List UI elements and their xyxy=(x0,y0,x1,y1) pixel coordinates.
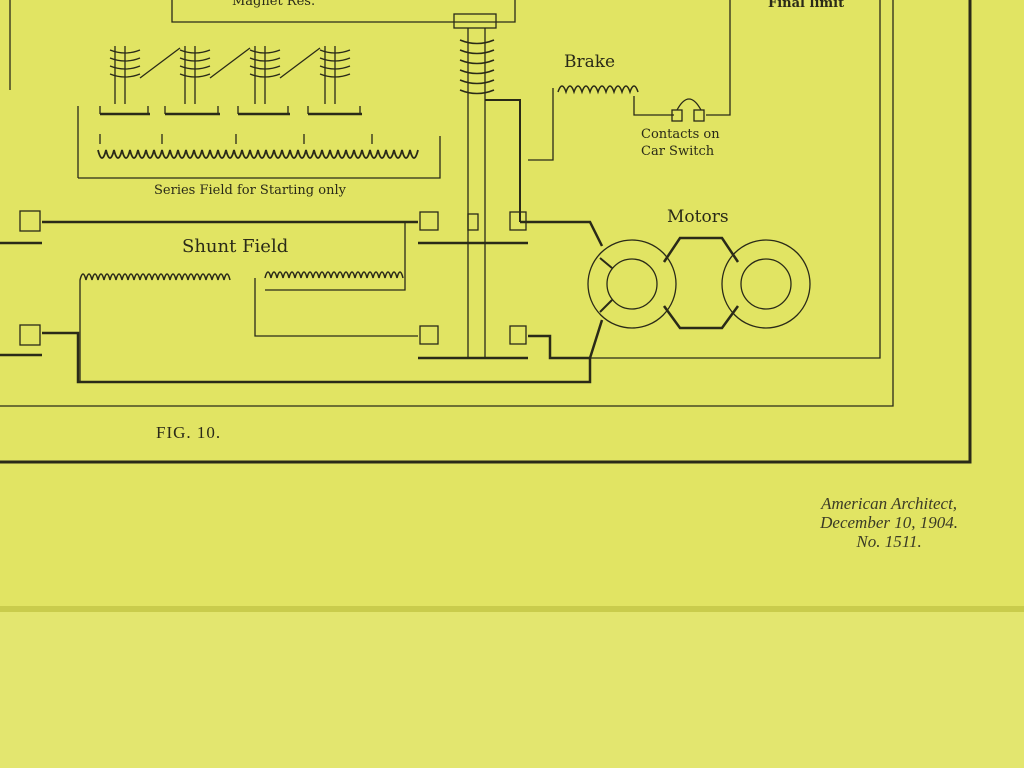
wiring-diagram: Magnet Res. Final limit Brake Contacts o… xyxy=(0,0,972,464)
mat-board xyxy=(0,612,1024,768)
motor-right xyxy=(721,239,811,329)
magnet-res-label: Magnet Res. xyxy=(232,0,315,9)
inner-border-line xyxy=(0,0,894,407)
brake-label: Brake xyxy=(564,52,615,72)
magnet-res-box xyxy=(171,0,516,23)
brake-lead-left xyxy=(528,88,554,161)
motors-label: Motors xyxy=(667,207,729,227)
terminal xyxy=(509,211,527,231)
return-wire xyxy=(590,0,881,359)
caption-number: No. 1511. xyxy=(856,532,922,551)
series-field-label: Series Field for Starting only xyxy=(154,183,347,198)
switch-head xyxy=(453,13,497,29)
contacts-label-line2: Car Switch xyxy=(641,144,715,159)
contact-right xyxy=(693,109,705,122)
terminal xyxy=(419,325,439,345)
figure-label: FIG. 10. xyxy=(156,423,222,442)
series-field-box xyxy=(78,136,441,179)
caption-date: December 10, 1904. xyxy=(820,513,958,532)
paper-sheet xyxy=(0,0,1024,610)
terminal xyxy=(19,324,41,346)
terminal xyxy=(509,325,527,345)
caption-publication: American Architect, xyxy=(821,494,958,513)
shunt-return xyxy=(265,222,406,291)
switch-arc xyxy=(676,98,702,111)
motor-left xyxy=(587,239,677,329)
outer-border xyxy=(0,0,972,464)
shunt-field-coil-right xyxy=(264,271,404,279)
final-limit-label: Final limit xyxy=(768,0,844,11)
publication-caption: American Architect, December 10, 1904. N… xyxy=(820,494,958,551)
brake-lead-right xyxy=(633,96,674,116)
final-limit-wire xyxy=(706,0,731,116)
terminal xyxy=(419,211,439,231)
shunt-lower-lead xyxy=(254,278,418,337)
contacts-label-line1: Contacts on xyxy=(641,127,720,142)
shunt-field-label: Shunt Field xyxy=(182,236,288,257)
mat-edge-shadow xyxy=(0,606,1024,612)
terminal xyxy=(467,213,479,231)
brake-coil xyxy=(557,85,639,95)
terminal xyxy=(19,210,41,232)
shunt-field-coil-left xyxy=(79,273,231,281)
series-field-coil xyxy=(97,149,419,159)
switch-rods xyxy=(467,28,486,358)
relay-coils xyxy=(100,46,362,116)
